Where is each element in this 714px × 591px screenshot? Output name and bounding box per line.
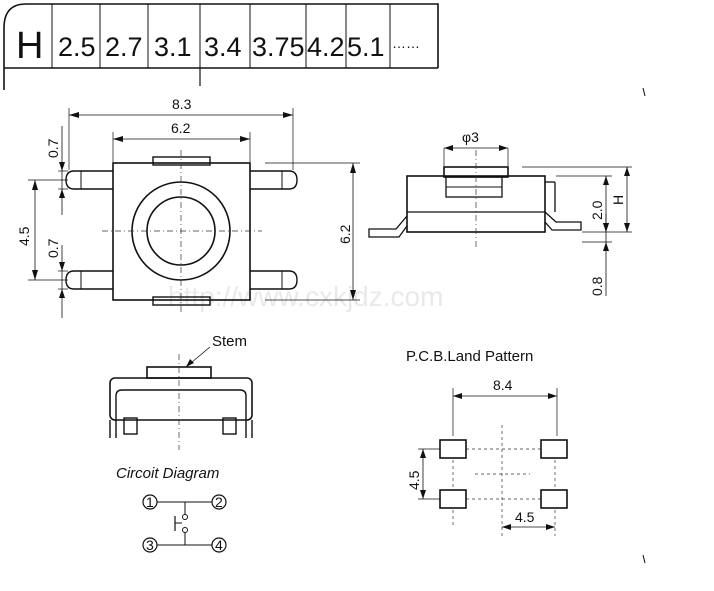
height-value: 4.2 [307,32,345,62]
dim-stem-diameter: φ3 [462,129,479,145]
dim-body-height: 6.2 [337,224,353,244]
pcb-pad-top-right [540,439,568,459]
front-foot-left [123,417,138,435]
dim-pad-span: 8.4 [493,377,513,393]
pin-2-circle [211,494,227,510]
dim-body-width: 6.2 [171,120,191,136]
lead-bottom-right [250,270,298,290]
watermark-text: http://www.cxkjdz.com [168,281,443,312]
table-border [3,3,439,90]
lead-bottom-left [65,270,113,290]
stem-label: Stem [212,333,247,350]
dim-lead-thickness: 0.8 [589,276,605,296]
pin-1-label: 1 [146,494,154,510]
stray-mark [642,554,646,564]
dim-lead-width-top: 0.7 [45,138,61,158]
side-lead-left [368,215,408,238]
bottom-tab [152,296,211,306]
dim-overall-width: 8.3 [172,96,192,112]
pcb-land-pattern: P.C.B.Land Pattern 8.4 4.5 4.5 [406,348,568,536]
pin-1-circle [142,494,158,510]
circuit-diagram: Circoit Diagram 1 2 3 4 [116,465,227,553]
height-value-more: …… [392,35,420,51]
top-tab [152,156,211,166]
height-value: 3.75 [252,32,305,62]
side-view: φ3 2.0 H 0.8 [368,129,632,296]
dim-horizontal-pitch: 4.5 [515,509,535,525]
pin-3-label: 3 [146,537,154,553]
height-value: 3.1 [154,32,192,62]
dim-side-height: 2.0 [589,200,605,220]
switch-body-outline [112,162,251,301]
dim-lead-pitch: 4.5 [16,226,32,246]
front-foot-right [222,417,237,435]
dim-lead-width-bottom: 0.7 [45,238,61,258]
pcb-pad-bottom-right [540,489,568,509]
pin-4-label: 4 [215,537,223,553]
front-body [109,377,253,421]
dim-vertical-pitch: 4.5 [406,470,422,490]
stray-mark [642,87,646,97]
height-value: 5.1 [347,32,385,62]
pcb-title: P.C.B.Land Pattern [406,348,533,365]
side-lead-right [544,211,582,231]
pin-2-label: 2 [215,494,223,510]
front-view: Stem [109,333,253,450]
dim-h-label: H [610,195,626,205]
pcb-pad-top-left [439,439,467,459]
pin-4-circle [211,537,227,553]
pcb-pad-bottom-left [439,489,467,509]
height-value: 2.7 [105,32,143,62]
height-value: 3.4 [204,32,242,62]
pin-3-circle [142,537,158,553]
lead-top-left [65,170,113,190]
circuit-title: Circoit Diagram [116,465,219,482]
height-table: H 2.5 2.7 3.1 3.4 3.75 4.2 5.1 …… [3,3,439,90]
top-view: 8.3 6.2 6.2 0.7 4.5 0.7 [16,96,360,318]
table-header-h: H [16,25,43,67]
lead-top-right [250,170,298,190]
height-value: 2.5 [58,32,96,62]
